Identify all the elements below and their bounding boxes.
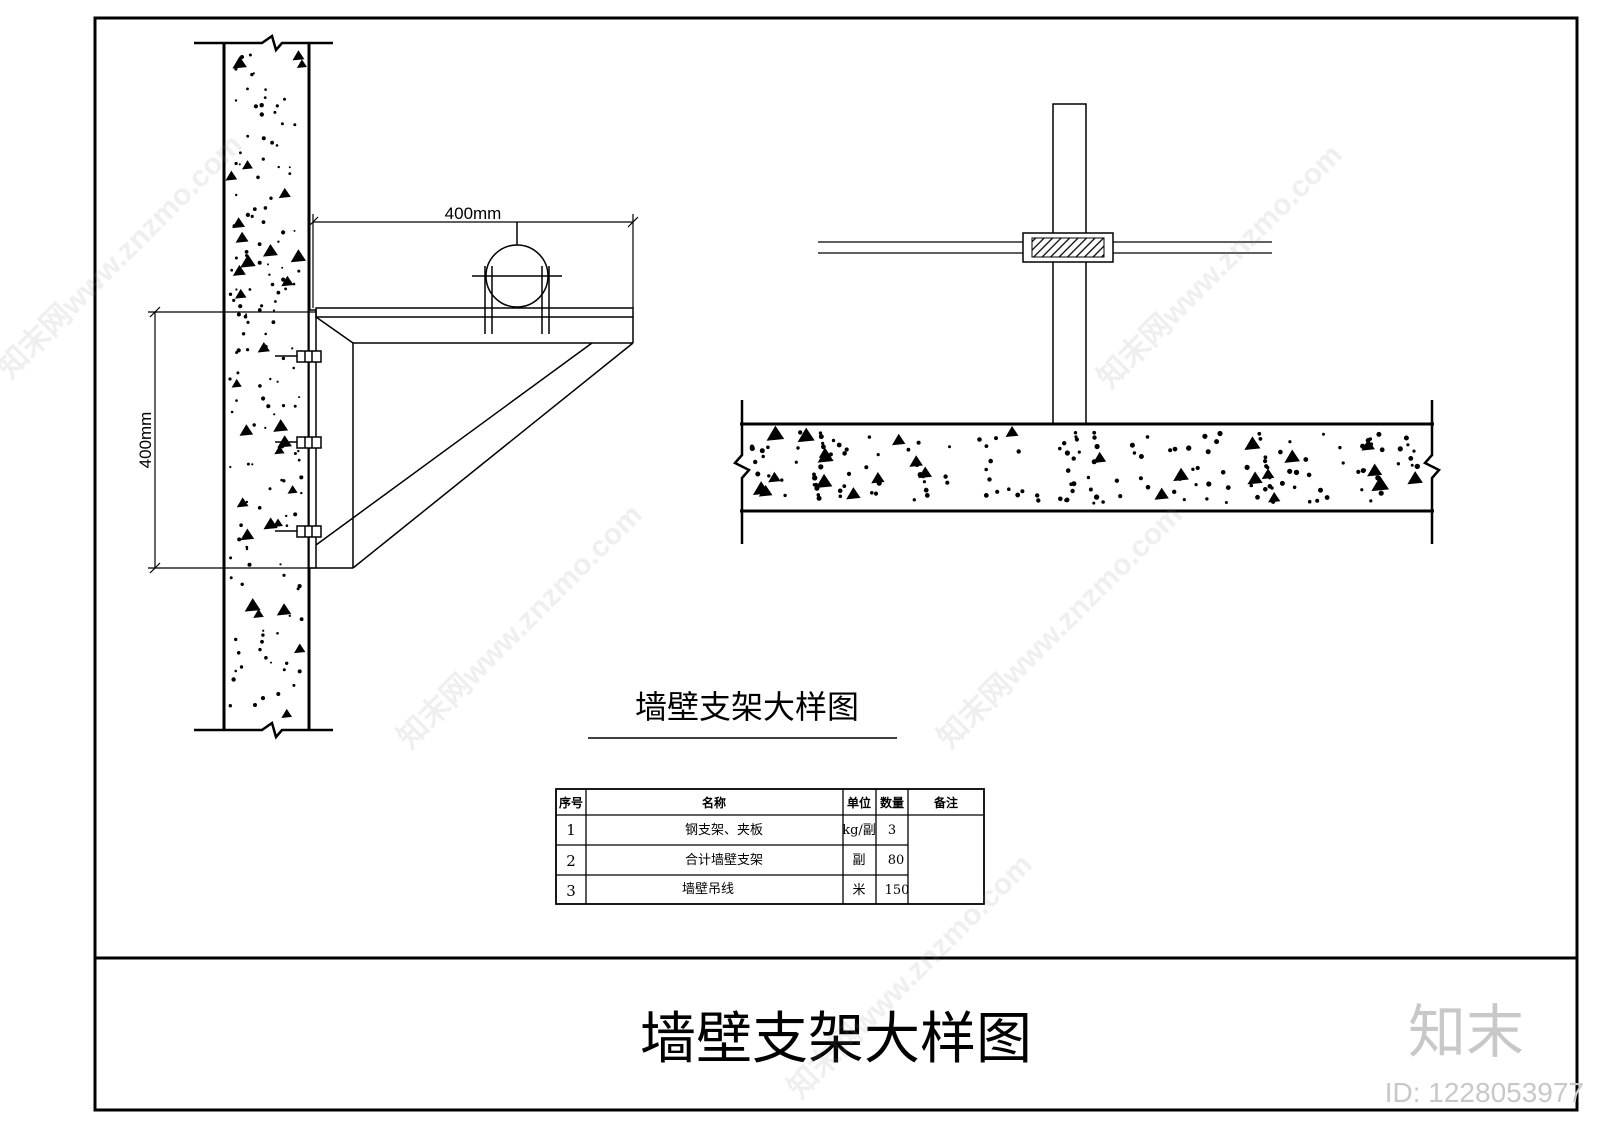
watermark-logo: 知末 [1408,998,1524,1066]
dimension-horizontal [307,214,639,308]
anchor-bolt-3 [275,525,322,538]
row-1-unit: kg/副 [842,823,876,838]
table-header-qty: 数量 [880,795,904,810]
table-header-remark: 备注 [933,795,958,810]
watermark-id: ID: 1228053977 [1385,1077,1584,1108]
row-2-unit: 副 [852,853,865,868]
cable-clamp [1022,232,1114,263]
drawing-caption: 墙壁支架大样图 [635,688,859,726]
suspension-cable [818,241,1272,254]
sheet-border [93,16,1579,1112]
anchor-bolt-2 [275,436,322,449]
table-header-unit: 单位 [847,795,871,810]
table-row: 1 钢支架、夹板 kg/副 3 [566,821,896,839]
row-1-no: 1 [566,821,576,839]
anchor-bolt-1 [275,350,322,363]
svg-text:知末网www.znzmo.com: 知末网www.znzmo.com [392,498,649,755]
table-header-no: 序号 [559,795,583,810]
break-line-bottom [194,720,333,740]
svg-text:知末网www.znzmo.com: 知末网www.znzmo.com [932,498,1189,755]
support-post [1052,103,1087,425]
row-2-no: 2 [566,852,576,870]
sheet-title: 墙壁支架大样图 [640,1007,1032,1072]
row-3-no: 3 [566,882,576,900]
table-header-name: 名称 [702,795,726,810]
row-1-name: 钢支架、夹板 [685,823,763,838]
pipe-clamp [472,222,562,334]
row-2-qty: 80 [888,853,905,868]
svg-text:知末网www.znzmo.com: 知末网www.znzmo.com [1092,138,1349,395]
table-row: 3 墙壁吊线 米 150 [566,882,909,900]
floor-slab-section [732,400,1442,544]
break-line-top [194,33,333,53]
dimension-vertical-label: 400mm [136,412,155,469]
svg-text:知末网www.znzmo.com: 知末网www.znzmo.com [0,128,249,385]
concrete-hatch [749,425,1423,505]
slab-break-left [732,400,752,544]
triangular-bracket [315,307,634,569]
slab-break-right [1422,400,1442,544]
dimension-vertical [148,306,316,574]
dimension-horizontal-label: 400mm [445,204,502,223]
row-2-name: 合计墙壁支架 [685,853,763,868]
concrete-hatch [225,50,307,718]
row-3-name: 墙壁吊线 [682,882,734,897]
row-3-unit: 米 [852,883,865,898]
row-1-qty: 3 [888,823,896,838]
row-3-qty: 150 [885,883,910,898]
table-row: 2 合计墙壁支架 副 80 [566,852,904,870]
materials-table [555,788,985,905]
